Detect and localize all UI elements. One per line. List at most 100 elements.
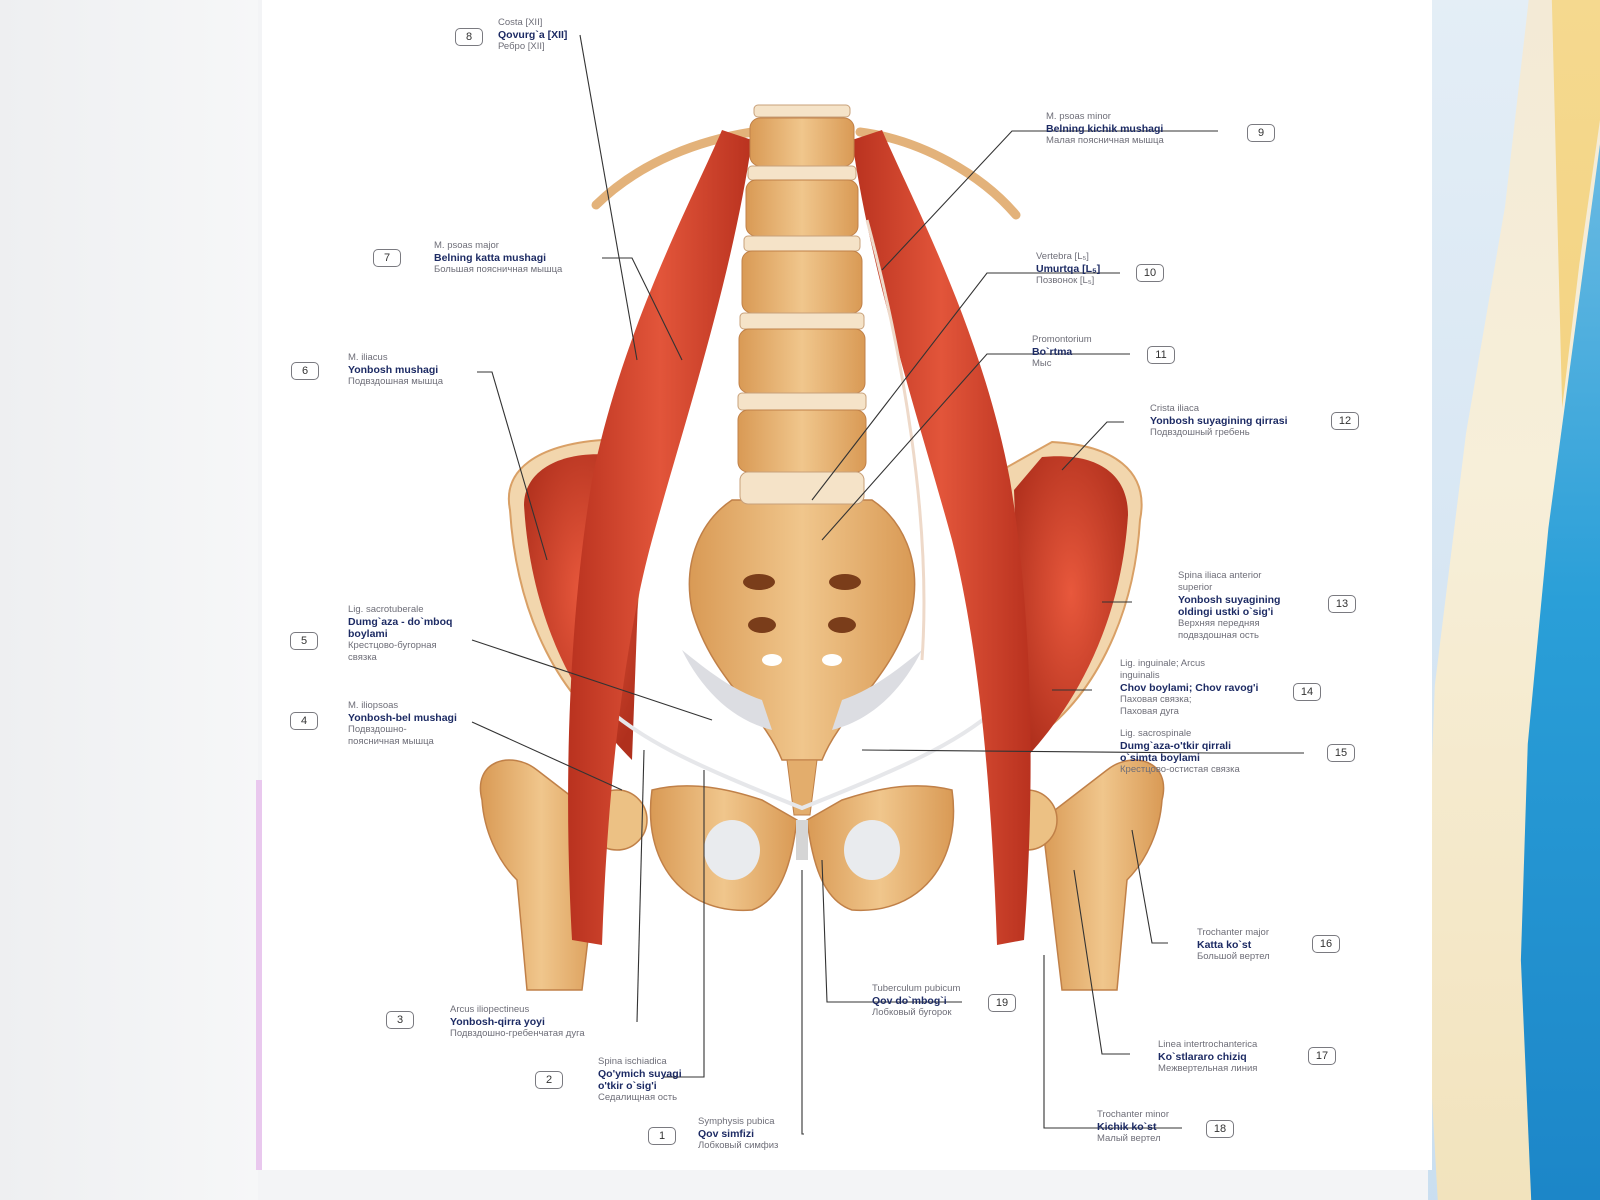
callout-number-8: 8 bbox=[455, 28, 483, 46]
label-13: Spina iliaca anterior superior Yonbosh s… bbox=[1178, 570, 1280, 642]
label-6-russian: Подвздошная мышца bbox=[348, 376, 443, 387]
label-7: M. psoas major Belning katta mushagi Бол… bbox=[434, 240, 562, 276]
callout-number-9: 9 bbox=[1247, 124, 1275, 142]
label-15: Lig. sacrospinale Dumg`aza-o'tkir qirral… bbox=[1120, 728, 1240, 776]
callout-number-13: 13 bbox=[1328, 595, 1356, 613]
label-19-russian: Лобковый бугорок bbox=[872, 1007, 952, 1018]
leader-line-4 bbox=[471, 721, 623, 791]
label-19-uzbek: Qov do`mbog`i bbox=[872, 995, 947, 1007]
leader-line-19 bbox=[821, 859, 962, 1003]
callout-number-11: 11 bbox=[1147, 346, 1175, 364]
label-9-uzbek: Belning kichik mushagi bbox=[1046, 123, 1164, 135]
leader-line-6 bbox=[477, 371, 548, 561]
callout-number-2: 2 bbox=[535, 1071, 563, 1089]
label-7-uzbek: Belning katta mushagi bbox=[434, 252, 547, 264]
label-10-uzbek: Umurtqa [L₅] bbox=[1036, 263, 1101, 275]
label-8-uzbek: Qovurg`a [XII] bbox=[498, 29, 568, 41]
label-15-uzbek: Dumg`aza-o'tkir qirrali o`simta boylami bbox=[1120, 740, 1232, 764]
label-16: Trochanter major Katta ko`st Большой вер… bbox=[1197, 927, 1270, 963]
label-5-latin: Lig. sacrotuberale bbox=[348, 604, 424, 615]
label-7-latin: M. psoas major bbox=[434, 240, 499, 251]
inguinal-ligament bbox=[595, 698, 1009, 811]
psoas-major-muscle-left bbox=[568, 130, 752, 945]
lumbar-spine bbox=[737, 104, 867, 505]
label-2-latin: Spina ischiadica bbox=[598, 1056, 667, 1067]
label-15-latin: Lig. sacrospinale bbox=[1120, 728, 1192, 739]
label-6-uzbek: Yonbosh mushagi bbox=[348, 364, 439, 376]
callout-number-16: 16 bbox=[1312, 935, 1340, 953]
leader-line-9 bbox=[881, 130, 1218, 271]
label-12-uzbek: Yonbosh suyagining qirrasi bbox=[1150, 415, 1288, 427]
leader-line-17 bbox=[1073, 869, 1130, 1055]
figure-panel: 8 Costa [XII] Qovurg`a [XII] Ребро [XII]… bbox=[262, 0, 1432, 1170]
label-8-latin: Costa [XII] bbox=[498, 17, 543, 28]
callout-number-14: 14 bbox=[1293, 683, 1321, 701]
label-18: Trochanter minor Kichik ko`st Малый верт… bbox=[1097, 1109, 1169, 1145]
label-9-latin: M. psoas minor bbox=[1046, 111, 1111, 122]
leader-line-11 bbox=[821, 353, 1130, 541]
label-17-uzbek: Ko`stlararo chiziq bbox=[1158, 1051, 1247, 1063]
label-3: Arcus iliopectineus Yonbosh-qirra yoyi П… bbox=[450, 1004, 585, 1040]
label-9-russian: Малая поясничная мышца bbox=[1046, 135, 1164, 146]
leader-line-12 bbox=[1061, 421, 1124, 471]
label-3-russian: Подвздошно-гребенчатая дуга bbox=[450, 1028, 585, 1039]
label-4-russian: Подвздошно- поясничная мышца bbox=[348, 724, 434, 747]
label-10-latin: Vertebra [L₅] bbox=[1036, 251, 1089, 262]
iliacus-muscle-right bbox=[1014, 456, 1128, 760]
label-16-latin: Trochanter major bbox=[1197, 927, 1269, 938]
label-11: Promontorium Bo`rtma Мыс bbox=[1032, 334, 1092, 370]
callout-number-10: 10 bbox=[1136, 264, 1164, 282]
leader-line-2 bbox=[664, 770, 705, 1078]
label-12-russian: Подвздошный гребень bbox=[1150, 427, 1250, 438]
sacrum bbox=[688, 499, 916, 761]
label-11-russian: Мыс bbox=[1032, 358, 1052, 369]
label-1: Symphysis pubica Qov simfizi Лобковый си… bbox=[698, 1116, 778, 1152]
callout-number-17: 17 bbox=[1308, 1047, 1336, 1065]
leader-line-8 bbox=[579, 34, 638, 361]
label-3-uzbek: Yonbosh-qirra yoyi bbox=[450, 1016, 545, 1028]
label-5-uzbek: Dumg`aza - do`mboq boylami bbox=[348, 616, 453, 640]
leader-lines bbox=[471, 34, 1304, 1135]
callout-number-5: 5 bbox=[290, 632, 318, 650]
label-1-russian: Лобковый симфиз bbox=[698, 1140, 779, 1151]
label-7-russian: Большая поясничная мышца bbox=[434, 264, 563, 275]
callout-number-7: 7 bbox=[373, 249, 401, 267]
femur-left bbox=[479, 759, 648, 991]
callout-number-18: 18 bbox=[1206, 1120, 1234, 1138]
label-19-latin: Tuberculum pubicum bbox=[872, 983, 961, 994]
label-8: Costa [XII] Qovurg`a [XII] Ребро [XII] bbox=[498, 17, 567, 53]
label-17: Linea intertrochanterica Ko`stlararo chi… bbox=[1158, 1039, 1257, 1075]
label-13-russian: Верхняя передняя подвздошная ость bbox=[1178, 618, 1260, 641]
callout-number-6: 6 bbox=[291, 362, 319, 380]
leader-line-7 bbox=[602, 257, 683, 361]
label-6: M. iliacus Yonbosh mushagi Подвздошная м… bbox=[348, 352, 443, 388]
label-10: Vertebra [L₅] Umurtqa [L₅] Позвонок [L₅] bbox=[1036, 251, 1100, 287]
callout-number-19: 19 bbox=[988, 994, 1016, 1012]
label-18-uzbek: Kichik ko`st bbox=[1097, 1121, 1157, 1133]
pubic-symphysis bbox=[796, 820, 808, 860]
callout-number-15: 15 bbox=[1327, 744, 1355, 762]
slide-background-left bbox=[0, 0, 258, 1200]
label-6-latin: M. iliacus bbox=[348, 352, 388, 363]
label-5: Lig. sacrotuberale Dumg`aza - do`mboq bo… bbox=[348, 604, 452, 664]
label-16-russian: Большой вертел bbox=[1197, 951, 1270, 962]
label-2-russian: Седалищная ость bbox=[598, 1092, 678, 1103]
label-15-russian: Крестцово-остистая связка bbox=[1120, 764, 1240, 775]
leader-line-18 bbox=[1043, 955, 1182, 1129]
label-13-uzbek: Yonbosh suyagining oldingi ustki o`sig'i bbox=[1178, 594, 1281, 618]
accent-bar bbox=[256, 780, 263, 1170]
label-17-latin: Linea intertrochanterica bbox=[1158, 1039, 1258, 1050]
leader-line-16 bbox=[1131, 829, 1168, 944]
pelvis-anatomy-figure bbox=[471, 34, 1304, 1135]
label-4-uzbek: Yonbosh-bel mushagi bbox=[348, 712, 457, 724]
callout-number-3: 3 bbox=[386, 1011, 414, 1029]
label-14-russian: Паховая связка; Паховая дуга bbox=[1120, 694, 1192, 717]
callout-number-1: 1 bbox=[648, 1127, 676, 1145]
label-9: M. psoas minor Belning kichik mushagi Ма… bbox=[1046, 111, 1164, 147]
sacrospinous-ligament-left bbox=[682, 650, 772, 730]
sacrospinous-ligament-right bbox=[832, 650, 922, 730]
label-1-uzbek: Qov simfizi bbox=[698, 1128, 755, 1140]
label-5-russian: Крестцово-бугорная связка bbox=[348, 640, 437, 663]
leader-line-5 bbox=[471, 639, 713, 721]
callout-number-12: 12 bbox=[1331, 412, 1359, 430]
